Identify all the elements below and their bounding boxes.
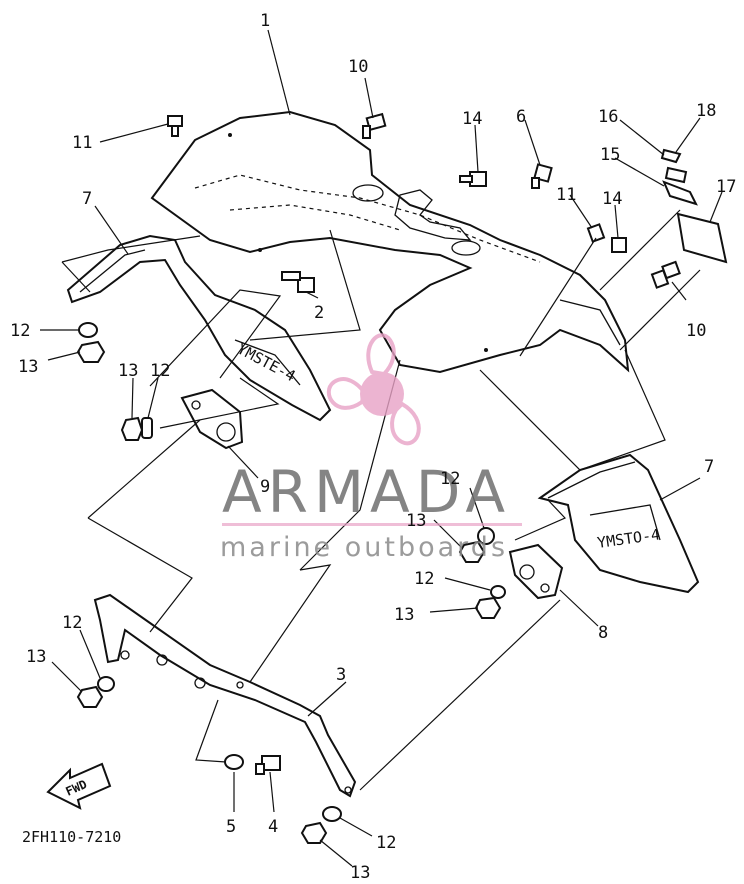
callout-label: 13 [406,511,426,531]
nut-icon [474,596,502,619]
nut-icon [76,685,104,708]
callout-label: 7 [82,189,92,209]
callout-label: 11 [72,133,92,153]
label-18 [660,148,682,164]
callout-label: 5 [226,817,236,837]
washer-icon [477,527,495,545]
part-number-code: 2FH110-7210 [22,828,121,846]
bracket-8 [508,543,564,600]
stay-bar-3 [93,593,357,798]
front-fender [150,110,630,374]
callout-label: 12 [376,833,396,853]
washer-icon [141,417,153,439]
watermark-tagline: marine outboards [220,532,508,563]
callout-label: 1 [260,11,270,31]
side-panel-left: YMSTE-4 [66,234,332,422]
label-16 [664,166,688,184]
brand-watermark: ARMADA marine outboards [220,333,522,563]
callout-label: 13 [394,605,414,625]
label-17 [676,212,728,264]
callout-label: 14 [462,109,482,129]
bracket-9 [180,388,244,450]
bolt-icon [650,260,681,289]
washer-icon [78,322,98,338]
bolt-icon [281,271,315,293]
callout-label: 6 [516,107,526,127]
callout-label: 2 [314,303,324,323]
callout-label: 15 [600,145,620,165]
callout-label: 12 [414,569,434,589]
callout-label: 7 [704,457,714,477]
nut-icon [300,821,328,844]
side-panel-right: YMSTO-4 [537,453,700,594]
callout-label: 12 [150,361,170,381]
callout-label: 14 [602,189,622,209]
callout-label: 12 [10,321,30,341]
washer-icon [224,754,244,770]
callout-label: 16 [598,107,618,127]
washer-icon [322,806,342,822]
propeller-logo-icon [326,333,421,446]
callout-label: 18 [696,101,716,121]
callout-label: 4 [268,817,278,837]
callout-label: 12 [440,469,460,489]
fasteners [76,112,728,844]
nut-icon [458,540,486,563]
callout-label: 9 [260,477,270,497]
callout-label: 10 [686,321,706,341]
callout-numbers: 1 2 3 4 5 6 7 7 8 9 10 10 11 11 12 12 12… [10,11,736,883]
callout-label: 13 [350,863,370,883]
callout-label: 8 [598,623,608,643]
bolt-icon [459,171,487,187]
bolt-icon [362,112,387,139]
bolt-icon [531,163,553,189]
callout-label: 13 [18,357,38,377]
washer-icon [97,676,115,692]
washer-icon [490,585,506,599]
forward-arrow-icon: FWD [46,762,112,810]
bolt-icon [611,237,627,253]
callout-label: 13 [118,361,138,381]
bolt-icon [255,755,281,775]
nut-icon [120,416,144,441]
bolt-icon [167,115,183,137]
callout-label: 11 [556,185,576,205]
callout-label: 17 [716,177,736,197]
callout-label: 12 [62,613,82,633]
bolt-icon [586,223,606,243]
callout-label: 10 [348,57,368,77]
label-15 [662,180,698,206]
watermark-brand: ARMADA [222,458,511,526]
nut-icon [76,340,106,363]
callout-label: 3 [336,665,346,685]
callout-label: 13 [26,647,46,667]
leader-lines [40,29,723,867]
